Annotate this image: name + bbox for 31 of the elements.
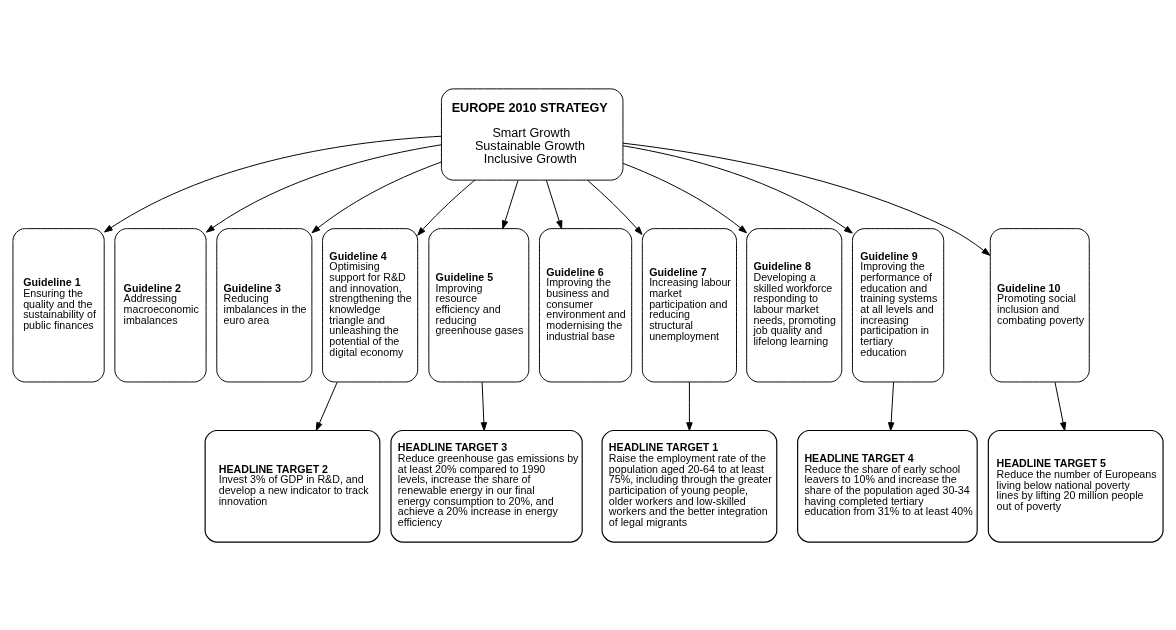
arrow	[587, 179, 643, 235]
arrow	[545, 179, 563, 229]
node-box: Guideline 4 Optimising support for R&D and innovation, strengthening the knowledge triangle and unleashing the potential of the digital economy	[322, 227, 419, 382]
arrow	[686, 381, 693, 431]
arrow	[887, 381, 895, 431]
node-box: HEADLINE TARGET 3 Reduce greenhouse gas emissions by at least 20% compared to 1990 levels, increase the share of renewable energy in our final energy consumption to 20%, and achieve a 20% increase in energy efficiency	[390, 429, 583, 543]
node-box: Guideline 9 Improving the performance of education and training systems at all levels and increasing participation in tertiary education	[852, 227, 945, 382]
node-box: HEADLINE TARGET 2 Invest 3% of GDP in R&D, and develop a new indicator to track innovation	[204, 429, 381, 543]
arrow	[417, 179, 476, 236]
arrow	[1054, 381, 1067, 431]
node-box: HEADLINE TARGET 4 Reduce the share of early school leavers to 10% and increase the share of the population aged 30-34 having completed tertiary education from 31% to at least 40%	[797, 429, 978, 543]
arrow	[480, 381, 488, 431]
arrow	[622, 142, 991, 256]
node-box: EUROPE 2010 STRATEGY Smart Growth Sustainable Growth Inclusive Growth	[440, 87, 624, 181]
node-box: Guideline 3 Reducing imbalances in the euro area	[216, 227, 313, 382]
node-box: Guideline 1 Ensuring the quality and the sustainability of public finances	[12, 227, 105, 382]
node-box: Guideline 7 Increasing labour market participation and reducing structural unemployment	[641, 227, 737, 382]
node-box: Guideline 10 Promoting social inclusion and combating poverty	[989, 227, 1090, 382]
node-box: Guideline 5 Improving resource efficiency and reducing greenhouse gases	[428, 227, 530, 382]
node-box: Guideline 6 Improving the business and consumer environment and modernising the industrial base	[539, 227, 633, 382]
arrow	[103, 135, 442, 232]
node-box: Guideline 8 Developing a skilled workforce responding to labour market needs, promoting job quality and lifelong learning	[746, 227, 843, 382]
node-box: HEADLINE TARGET 5 Reduce the number of Europeans living below national poverty lines by lifting 20 million people out of poverty	[987, 429, 1164, 543]
arrow	[502, 179, 519, 229]
arrow	[206, 143, 442, 233]
arrow	[622, 162, 748, 233]
arrow	[622, 144, 853, 234]
node-box: Guideline 2 Addressing macroeconomic imbalances	[114, 227, 207, 382]
arrow	[311, 161, 442, 233]
node-box: HEADLINE TARGET 1 Raise the employment rate of the population aged 20-64 to at least 75%, including through the greater participation of young people, older workers and low-skilled workers and the better integration of legal migrants	[601, 429, 778, 543]
arrow	[315, 381, 338, 431]
